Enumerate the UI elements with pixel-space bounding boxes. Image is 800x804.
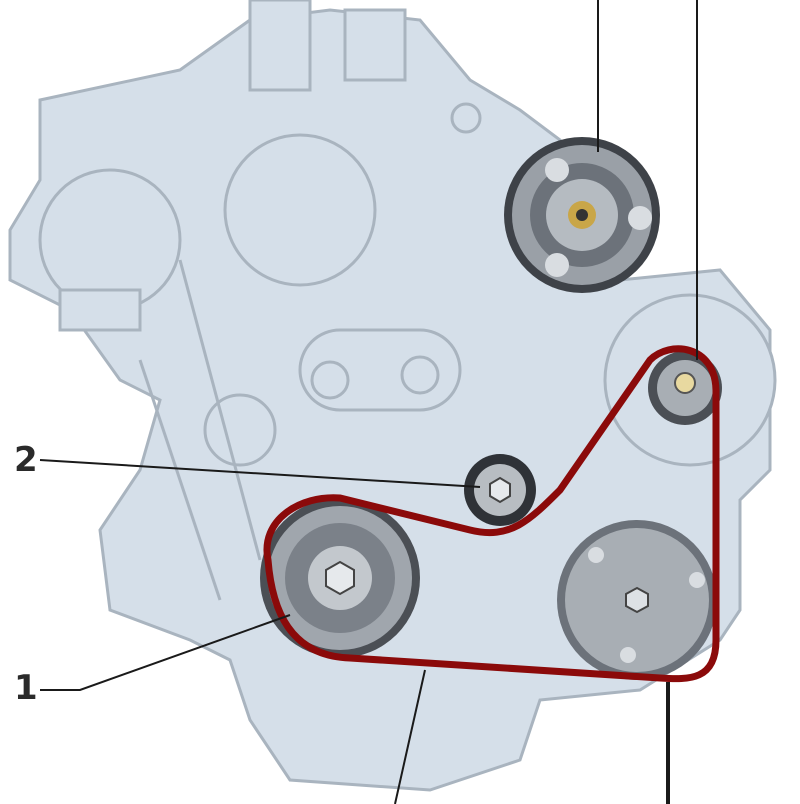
idler-pulley-top bbox=[504, 137, 660, 293]
leader-lines bbox=[39, 0, 698, 804]
drive-belt bbox=[263, 345, 720, 683]
alternator-pulley bbox=[648, 351, 722, 425]
tensioner-pulley bbox=[464, 454, 536, 526]
ac-compressor-pulley bbox=[557, 520, 717, 680]
callout-2: 2 bbox=[14, 440, 38, 480]
crankshaft-pulley bbox=[260, 498, 420, 658]
callout-1: 1 bbox=[14, 668, 38, 708]
